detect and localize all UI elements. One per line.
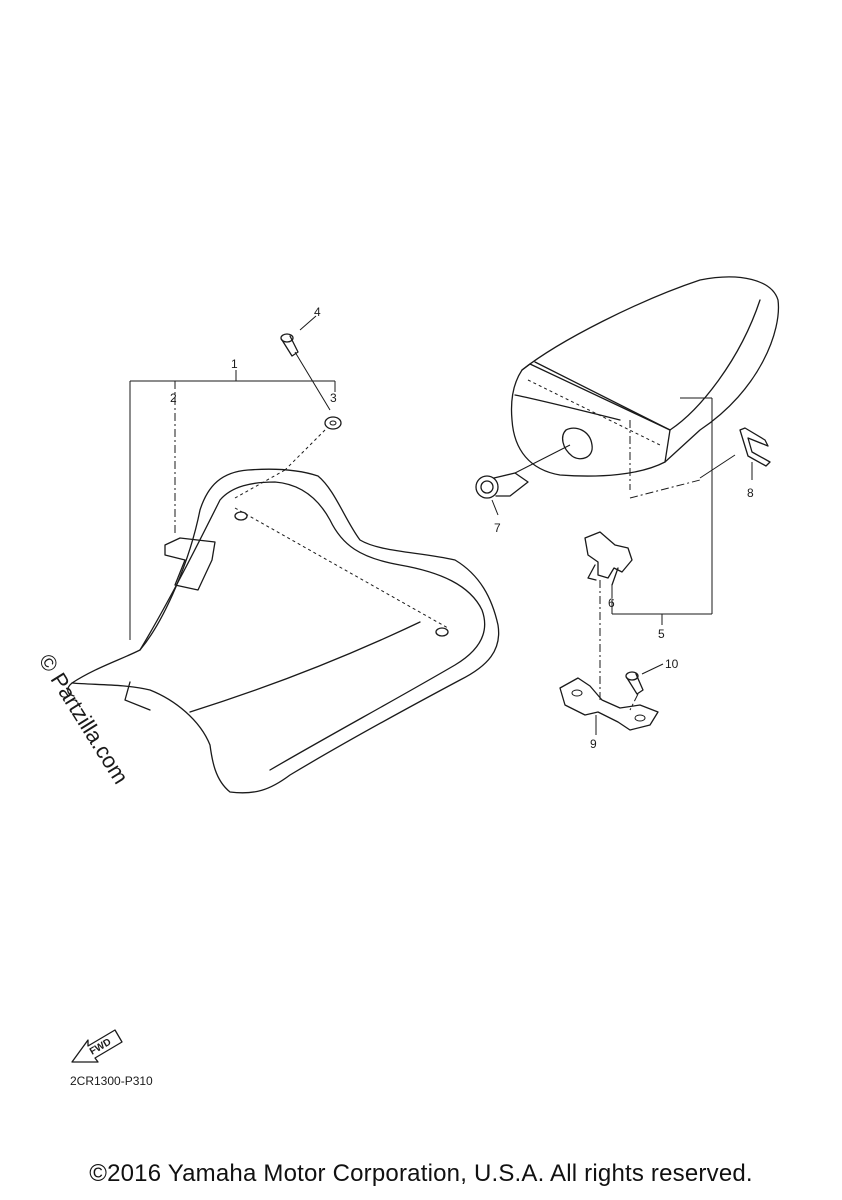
latch-part-6: [584, 531, 633, 700]
callout-7: 7: [494, 521, 501, 535]
bracket-part-1: [129, 370, 336, 640]
diagram-code: 2CR1300-P310: [70, 1074, 153, 1088]
callout-10: 10: [665, 657, 679, 671]
fwd-arrow-icon: FWD: [71, 1029, 123, 1063]
copyright-notice: ©2016 Yamaha Motor Corporation, U.S.A. A…: [89, 1160, 753, 1187]
callout-6: 6: [608, 596, 615, 610]
callout-5: 5: [658, 627, 665, 641]
watermark-text: © Partzilla.com: [34, 649, 134, 788]
callout-2: 2: [170, 391, 177, 405]
lock-part-7: [475, 444, 571, 516]
callout-9: 9: [590, 737, 597, 751]
callout-8: 8: [747, 486, 754, 500]
washer-part-3: [284, 416, 342, 471]
bolt-part-10: [625, 663, 664, 711]
front-seat: [67, 468, 500, 794]
bolt-part-4: [280, 315, 331, 411]
callout-1: 1: [231, 357, 238, 371]
clip-part-8: [739, 427, 771, 480]
rear-seat: [510, 276, 780, 477]
bracket-part-5: [611, 397, 736, 625]
bracket-part-9: [559, 677, 659, 735]
callout-3: 3: [330, 391, 337, 405]
callout-4: 4: [314, 305, 321, 319]
